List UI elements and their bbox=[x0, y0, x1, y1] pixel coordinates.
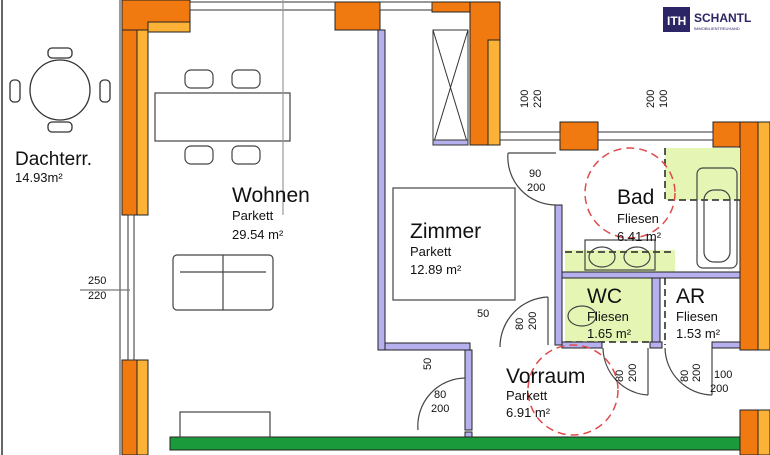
room-vorraum: Vorraum Parkett 6.91 m² bbox=[506, 365, 585, 420]
sinks-icon bbox=[584, 239, 656, 271]
room-area: 14.93m² bbox=[15, 170, 63, 185]
dim-label: 100 bbox=[519, 90, 531, 108]
room-area: 6.91 m² bbox=[506, 405, 551, 420]
bathtub-icon bbox=[696, 167, 738, 269]
dim-label: 50 bbox=[477, 308, 489, 320]
dim-label: 100 bbox=[714, 369, 732, 381]
room-name: WC bbox=[587, 285, 622, 308]
room-floor: Parkett bbox=[410, 244, 452, 259]
exterior-walls bbox=[121, 0, 770, 455]
dim-label: 80 bbox=[614, 370, 626, 382]
room-name: Vorraum bbox=[506, 365, 585, 388]
room-area: 6.41 m² bbox=[617, 229, 662, 244]
room-dachterrasse: Dachterr. 14.93m² bbox=[15, 149, 92, 185]
bed-icon bbox=[392, 187, 516, 301]
room-name: Dachterr. bbox=[15, 149, 92, 170]
dim-label: 220 bbox=[88, 290, 106, 302]
tile-areas bbox=[565, 148, 740, 342]
room-area: 1.65 m² bbox=[587, 326, 632, 341]
dim-label: 200 bbox=[527, 182, 545, 194]
furniture bbox=[80, 0, 738, 438]
dim-label: 200 bbox=[691, 364, 703, 382]
dim-label: 220 bbox=[532, 90, 544, 108]
dim-label: 200 bbox=[710, 383, 728, 395]
dim-label: 200 bbox=[645, 90, 657, 108]
room-area: 1.53 m² bbox=[676, 326, 721, 341]
room-floor: Parkett bbox=[506, 388, 548, 403]
wardrobe-icon bbox=[432, 29, 469, 146]
dimension-labels: 250 220 100 220 200 100 90 200 50 80 200… bbox=[88, 90, 732, 415]
room-zimmer: Zimmer Parkett 12.89 m² bbox=[410, 220, 481, 277]
room-name: Wohnen bbox=[232, 184, 310, 207]
logo-tagline: IMMOBILIENTREUHAND bbox=[694, 26, 740, 31]
room-bad: Bad Fliesen 6.41 m² bbox=[617, 186, 662, 244]
room-ar: AR Fliesen 1.53 m² bbox=[676, 285, 721, 341]
logo-name: SCHANTL bbox=[694, 11, 751, 25]
dim-label: 200 bbox=[627, 364, 639, 382]
room-wohnen: Wohnen Parkett 29.54 m² bbox=[232, 184, 310, 242]
room-name: Bad bbox=[617, 186, 654, 209]
dim-label: 200 bbox=[527, 312, 539, 330]
room-wc: WC Fliesen 1.65 m² bbox=[587, 285, 632, 341]
dim-label: 80 bbox=[434, 389, 446, 401]
logo: ITH SCHANTL IMMOBILIENTREUHAND bbox=[663, 7, 751, 32]
sofa-icon bbox=[172, 254, 274, 311]
toilet-icon bbox=[567, 305, 597, 327]
turning-circles bbox=[527, 147, 676, 436]
dim-label: 50 bbox=[422, 358, 434, 370]
room-name: Zimmer bbox=[410, 220, 481, 243]
balcony-rail bbox=[169, 436, 741, 451]
dining-table-icon bbox=[154, 92, 291, 142]
room-area: 29.54 m² bbox=[232, 227, 284, 242]
room-floor: Parkett bbox=[232, 208, 274, 223]
round-table-icon bbox=[9, 47, 111, 133]
dim-label: 250 bbox=[88, 275, 106, 287]
room-name: AR bbox=[676, 285, 705, 308]
dim-label: 80 bbox=[679, 370, 691, 382]
logo-mark: ITH bbox=[667, 14, 686, 28]
dim-label: 80 bbox=[514, 318, 526, 330]
dim-label: 200 bbox=[431, 403, 449, 415]
interior-walls bbox=[377, 29, 741, 439]
room-area: 12.89 m² bbox=[410, 262, 462, 277]
terrace bbox=[1, 0, 121, 455]
dim-label: 100 bbox=[658, 90, 670, 108]
room-floor: Fliesen bbox=[617, 211, 659, 226]
dim-label: 90 bbox=[529, 168, 541, 180]
room-floor: Fliesen bbox=[676, 309, 718, 324]
room-floor: Fliesen bbox=[587, 309, 629, 324]
